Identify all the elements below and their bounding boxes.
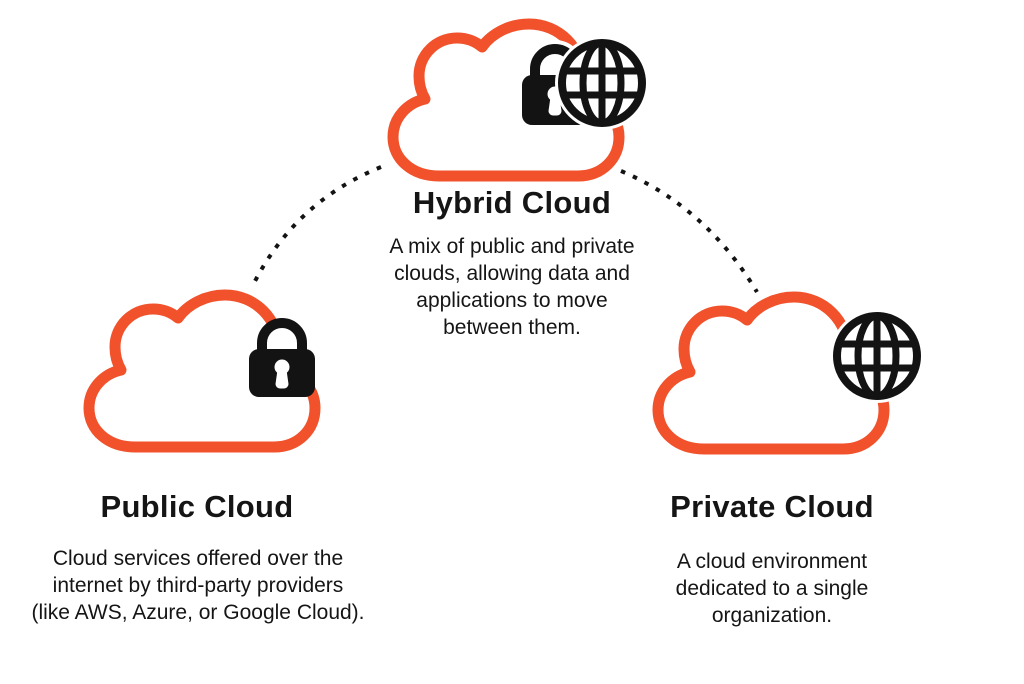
lock-icon: [249, 318, 315, 397]
globe-icon: [555, 36, 649, 130]
hybrid-cloud-description: A mix of public and private clouds, allo…: [389, 235, 635, 339]
hybrid-cloud-graphic: [387, 18, 649, 182]
public-cloud-graphic: [83, 289, 321, 453]
connector-hybrid-public: [250, 165, 382, 288]
hybrid-cloud-title: Hybrid Cloud: [412, 185, 612, 220]
private-cloud-title: Private Cloud: [670, 489, 874, 524]
globe-icon: [830, 309, 924, 403]
private-cloud-graphic: [652, 291, 924, 455]
public-cloud-title: Public Cloud: [100, 489, 294, 524]
private-cloud-description: A cloud environment dedicated to a singl…: [675, 550, 869, 627]
public-cloud-description: Cloud services offered over the internet…: [31, 547, 365, 624]
